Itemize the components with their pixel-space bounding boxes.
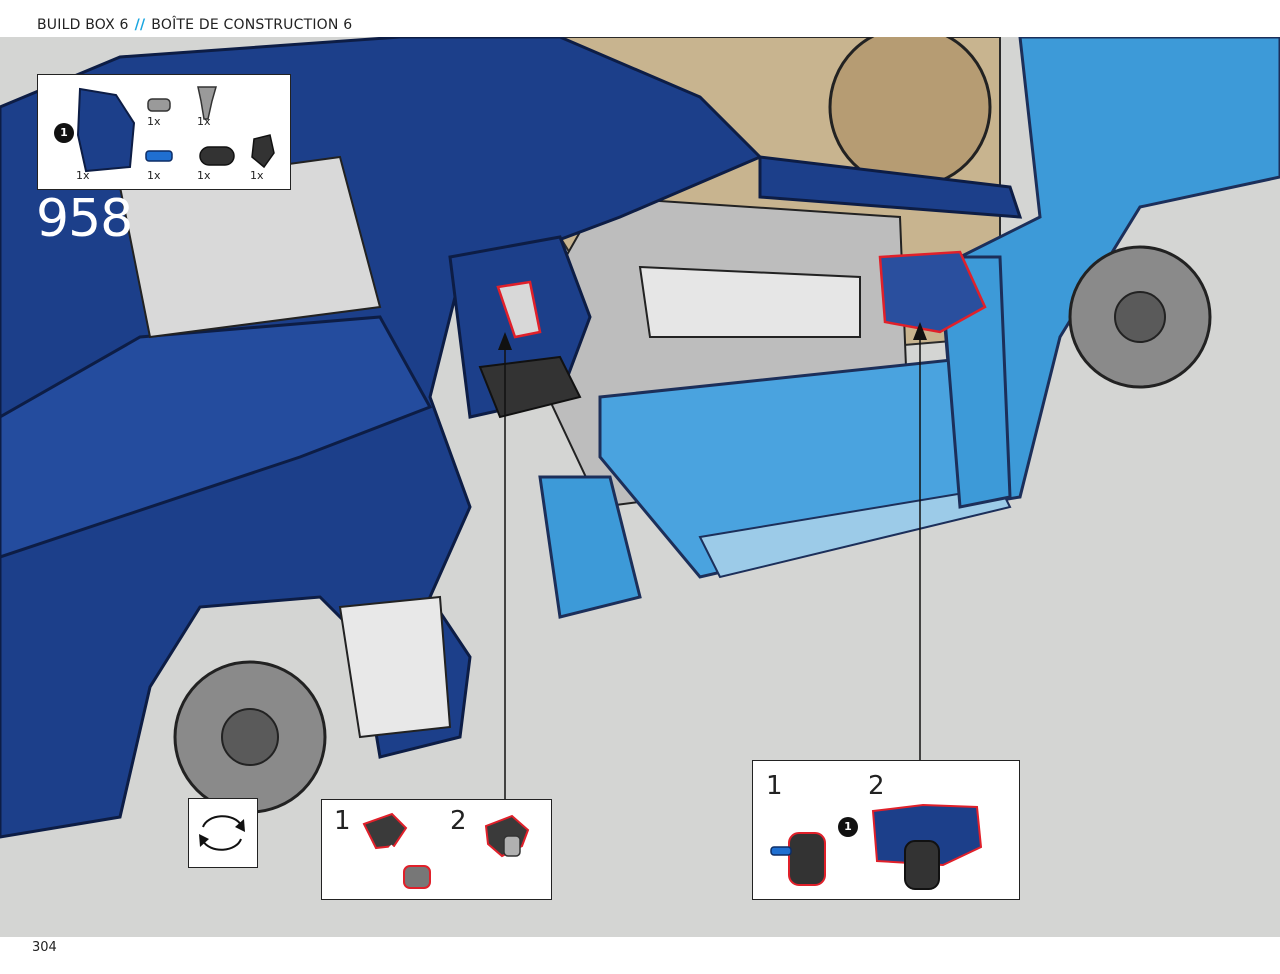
grey-gear-block [638, 265, 861, 338]
dark-blue-hood-panel [0, 315, 433, 559]
part-qty-grey-axle-pin: 1x [147, 115, 161, 128]
part-qty-grey-ball-joint: 1x [197, 115, 211, 128]
part-qty-black-angle-connector: 1x [250, 169, 264, 182]
black-beam-with-pin-icon [788, 832, 826, 886]
arrow-head-left [498, 332, 512, 350]
header-build-box-fr: BOÎTE DE CONSTRUCTION 6 [151, 17, 353, 33]
part-callout-badge: 1 [54, 123, 74, 143]
grey-wheel-arch-frame [338, 595, 452, 739]
parts-icons [76, 86, 275, 173]
car-model-drawing [0, 37, 1280, 839]
callout-right-step-1: 1 [766, 771, 783, 801]
callout-left-step-2: 2 [450, 806, 467, 836]
page-footer [0, 937, 1280, 974]
page-header: BUILD BOX 6 // BOÎTE DE CONSTRUCTION 6 [0, 0, 1280, 37]
grey-ball-joint-part-icon [197, 86, 217, 120]
rotate-model-icon [199, 815, 245, 851]
grey-pin-icon [403, 865, 431, 889]
grey-axle-pin-part-icon [147, 98, 171, 112]
black-connector-icon [362, 812, 408, 850]
callout-left-parts [362, 812, 530, 889]
header-separator: // [134, 17, 146, 33]
dark-blue-panel-part-icon [76, 87, 136, 173]
part-qty-panel: 1x [76, 169, 90, 182]
callout-left-substeps: 1 2 [321, 799, 552, 900]
header-title: BUILD BOX 6 // BOÎTE DE CONSTRUCTION 6 [37, 17, 352, 33]
light-blue-lower-panel [538, 475, 642, 619]
build-illustration [0, 37, 1280, 937]
light-blue-sill [698, 485, 1012, 579]
blue-axle-pin-part-icon [145, 150, 173, 162]
new-part-highlight-right [878, 250, 987, 334]
parts-list-box: 1 1x 1x 1x 1x 1x 1x [37, 74, 291, 190]
callout-right-substeps: 1 2 1 [752, 760, 1020, 900]
step-number: 958 [36, 189, 133, 249]
light-blue-rear-body [938, 37, 1280, 509]
part-qty-black-double-beam: 1x [197, 169, 211, 182]
rotate-box [188, 798, 258, 868]
dark-blue-roof-strut [758, 155, 1023, 219]
callout-right-parts [770, 803, 983, 890]
black-angle-connector-part-icon [251, 134, 275, 169]
callout-right-step-2: 2 [868, 771, 885, 801]
part-qty-blue-axle-pin: 1x [147, 169, 161, 182]
callout-left-step-1: 1 [334, 806, 351, 836]
dark-blue-panel-assembly-icon [871, 803, 983, 867]
header-build-box-en: BUILD BOX 6 [37, 17, 129, 33]
callout-right-badge: 1 [838, 817, 858, 837]
new-part-highlight-left [496, 280, 542, 339]
tan-circular-part [828, 37, 992, 189]
page-number: 304 [32, 940, 57, 955]
arrow-head-right [913, 322, 927, 340]
black-double-beam-part-icon [199, 146, 235, 166]
